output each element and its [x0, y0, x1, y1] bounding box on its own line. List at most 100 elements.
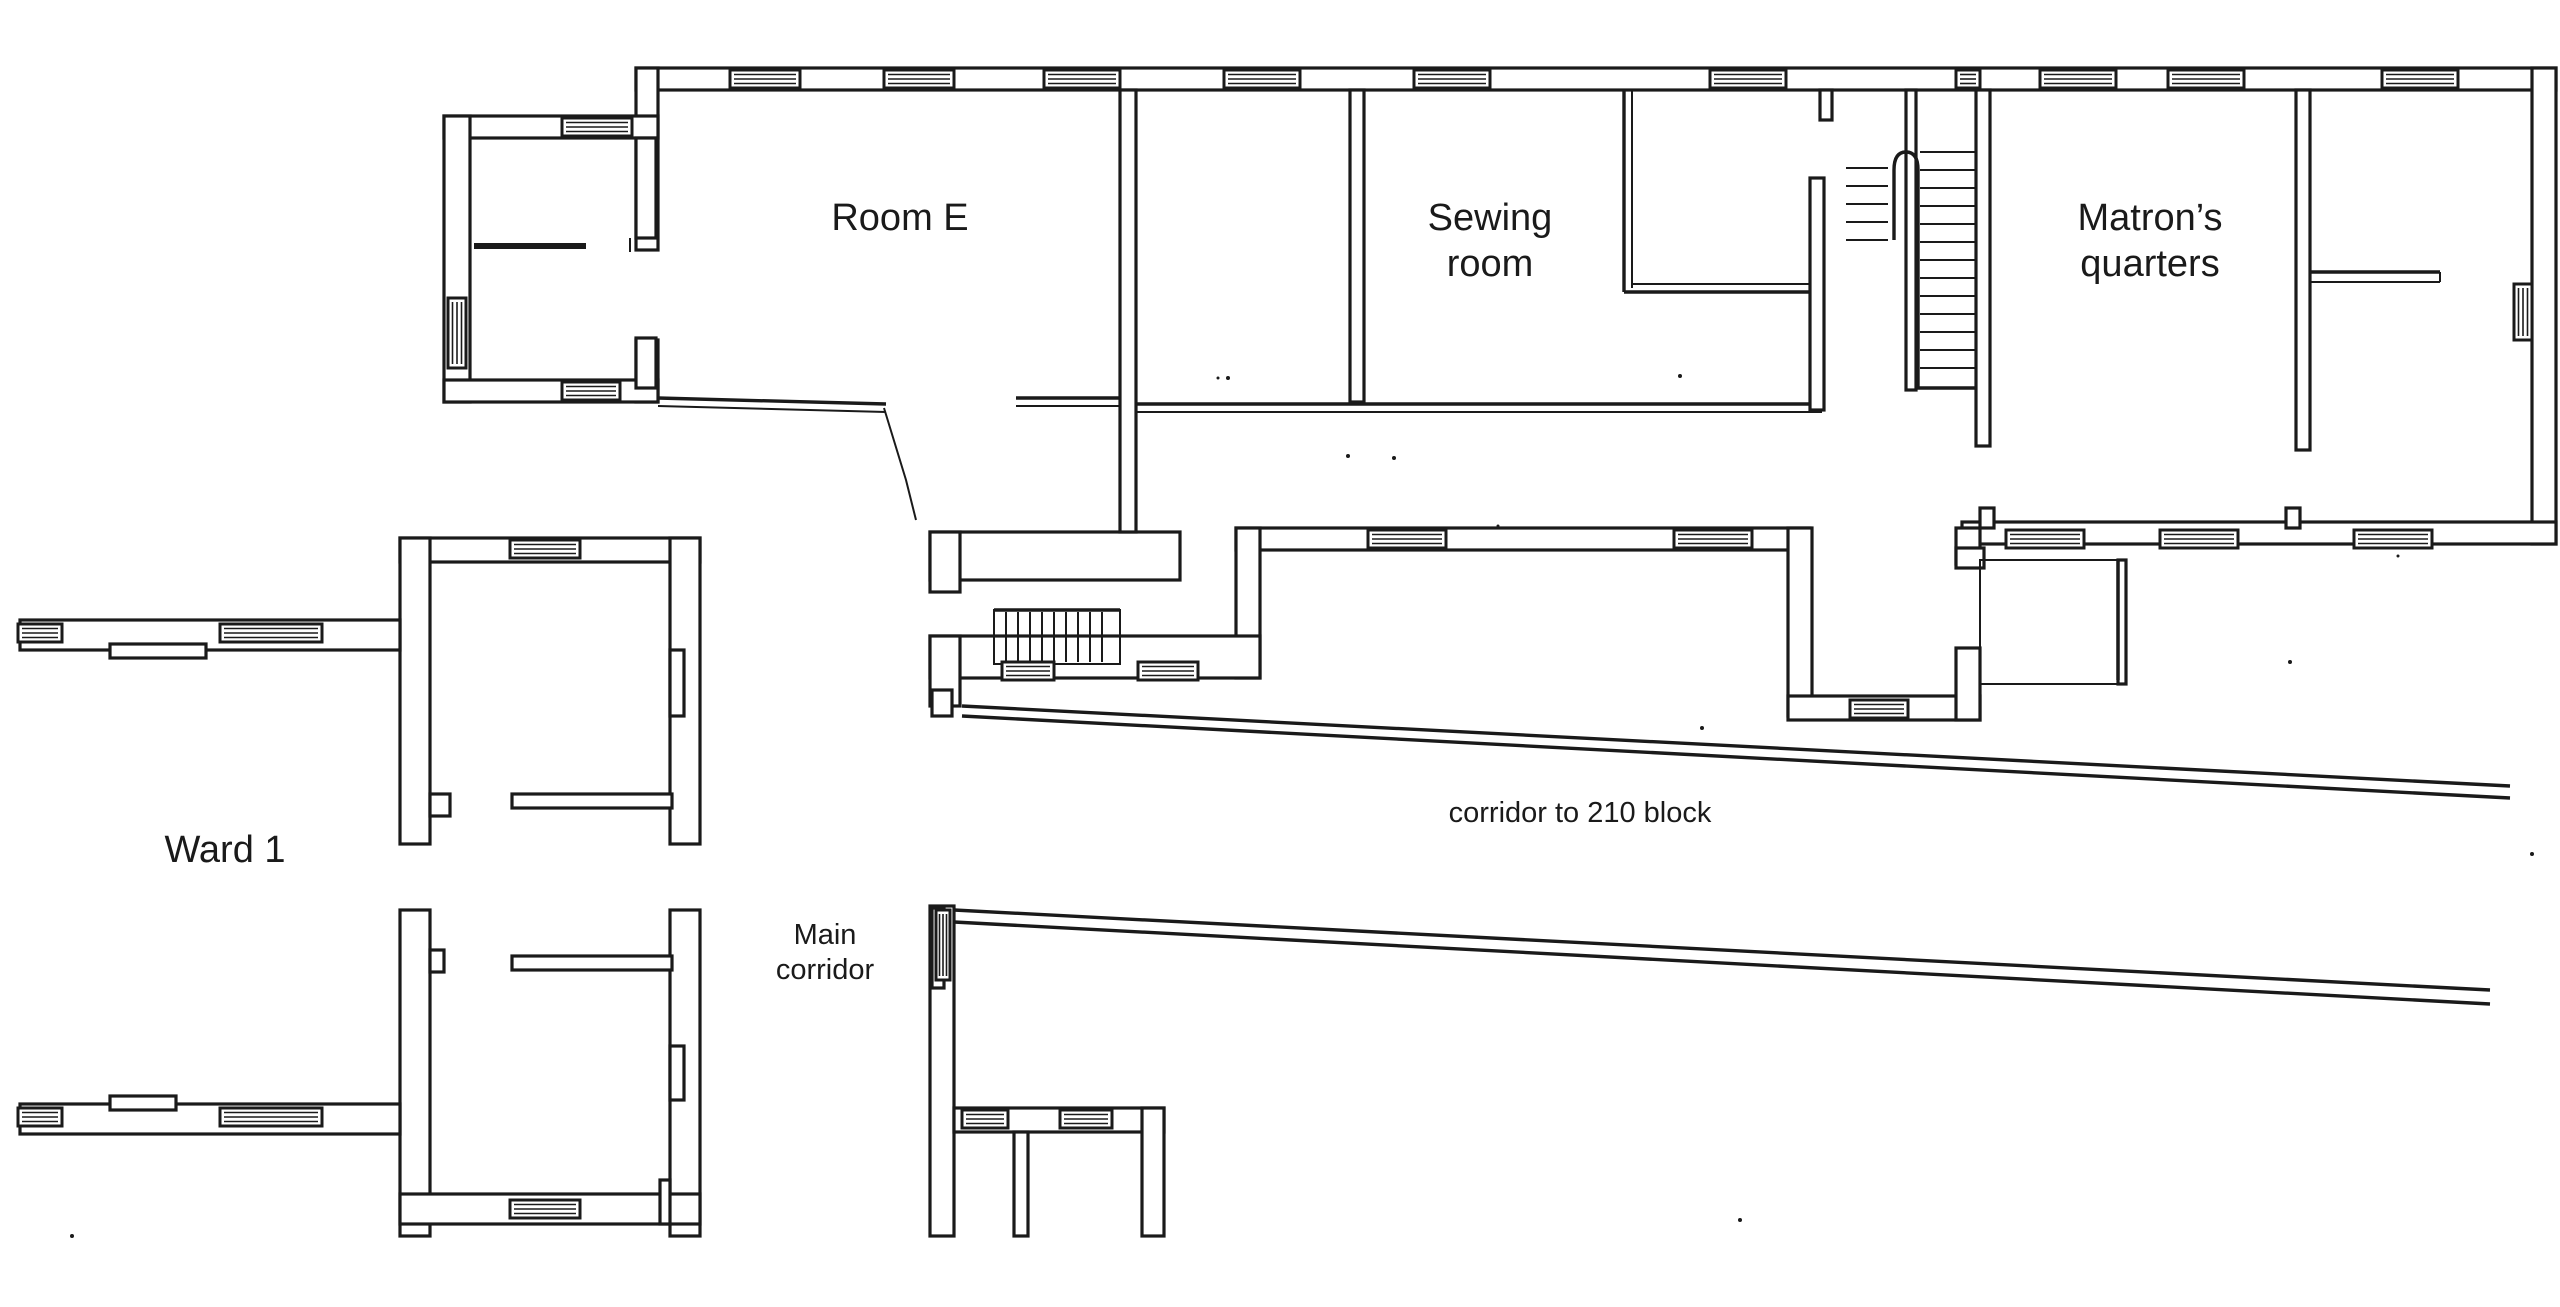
- entry-west-wall: [1786, 526, 1814, 718]
- ward-1-label: Ward 1: [164, 829, 286, 871]
- matron-south-nib: [2284, 506, 2302, 530]
- windows: [16, 68, 2534, 1220]
- speck: [2396, 554, 2400, 558]
- west-annex: [442, 114, 660, 404]
- window: [2038, 68, 2118, 90]
- window: [1042, 68, 1122, 90]
- room-e-south-wall-inner: [657, 405, 887, 413]
- window: [934, 908, 952, 982]
- ward-lower-long-wall: [18, 1102, 402, 1136]
- window: [2166, 68, 2246, 90]
- interior-partitions: [657, 88, 2441, 680]
- corridor-210-south-wall: [953, 908, 2491, 992]
- top-building-walls: [634, 66, 2558, 722]
- window: [2004, 528, 2086, 550]
- window: [560, 116, 634, 138]
- ward-lower-north-wall: [510, 954, 674, 972]
- sewing-room-label: Sewing room: [1427, 197, 1553, 285]
- annex-outline: [1979, 559, 2123, 685]
- speck: [1738, 1218, 1742, 1222]
- store-east-nib: [1818, 88, 1834, 122]
- annex-east-wall-lower: [634, 336, 658, 390]
- corridor-210-north-wall: [961, 704, 2511, 788]
- window: [1708, 68, 1788, 90]
- ward-upper-long-wall: [18, 618, 402, 652]
- stair-handrail: [1892, 150, 1920, 388]
- sewing-west-partition: [1348, 88, 1366, 404]
- entry-east-nib: [1954, 546, 1986, 570]
- corridor-pier-foot: [928, 530, 962, 594]
- window: [882, 68, 956, 90]
- room-e-east-partition: [1118, 88, 1138, 534]
- window: [218, 1106, 324, 1128]
- speck: [1346, 454, 1350, 458]
- window: [960, 1108, 1010, 1130]
- stair-east-wall: [1974, 88, 1992, 448]
- lower-block-east-wall: [1140, 1106, 1166, 1238]
- corridor-to-210-block-label: corridor to 210 block: [1448, 797, 1712, 829]
- stair-west-wall: [1904, 88, 1918, 392]
- ward-lower-west-wall: [398, 908, 432, 1238]
- window: [218, 622, 324, 644]
- room-e-south-wall: [657, 396, 887, 406]
- speck: [1678, 374, 1682, 378]
- window: [2380, 68, 2460, 90]
- ward-1-walls: [18, 536, 702, 1238]
- speck: [1700, 726, 1704, 730]
- main-corridor-label: Main corridor: [775, 919, 875, 986]
- ward-lower-long-wall-step: [108, 1094, 178, 1112]
- window: [16, 622, 64, 644]
- window: [1848, 698, 1910, 720]
- window: [1672, 528, 1754, 550]
- entry-north-nib: [1978, 506, 1996, 530]
- corridor-210-south-wall-inner: [953, 920, 2491, 1006]
- annex-east-wall-upper: [634, 136, 658, 240]
- store-east-partition: [1808, 176, 1826, 412]
- speck: [2530, 852, 2534, 856]
- east-wall: [2530, 66, 2558, 546]
- matron-inner-partition: [2294, 88, 2312, 452]
- corridor-210-walls: [930, 688, 2511, 1006]
- speck: [1216, 376, 1220, 380]
- corridor-210-north-wall-inner: [961, 714, 2511, 800]
- window: [446, 296, 468, 370]
- window: [2158, 528, 2240, 550]
- speck: [2288, 660, 2292, 664]
- speck: [1392, 456, 1396, 460]
- ward-lower-north-nib: [428, 948, 446, 974]
- ward-upper-east-bump: [668, 648, 686, 718]
- ward-upper-south-nib-west: [428, 792, 452, 818]
- window: [1058, 1108, 1114, 1130]
- stair-block-south-wall: [928, 634, 1262, 680]
- window: [560, 380, 622, 402]
- window: [508, 538, 582, 560]
- window: [16, 1106, 64, 1128]
- corridor-210-jamb: [930, 688, 954, 718]
- room-e-label: Room E: [831, 197, 969, 239]
- window: [2512, 282, 2534, 342]
- speck: [70, 1234, 74, 1238]
- scan-specks: [70, 374, 2534, 1238]
- window: [1000, 660, 1056, 682]
- main-staircase: [1846, 150, 1976, 390]
- window: [2352, 528, 2434, 550]
- matrons-quarters-label: Matron’s quarters: [2077, 197, 2223, 285]
- window: [1412, 68, 1492, 90]
- main-corridor-walls: [928, 904, 1166, 1238]
- window: [1954, 68, 1982, 90]
- speck: [1226, 376, 1230, 380]
- corridor-pier: [928, 530, 1182, 582]
- room-e-door-swing: [883, 407, 917, 521]
- window: [508, 1198, 582, 1220]
- lower-block-partition: [1012, 1130, 1030, 1238]
- ward-upper-south-wall: [510, 792, 674, 810]
- ward-lower-east-bump: [668, 1044, 686, 1102]
- ward-upper-west-wall: [398, 536, 432, 846]
- lower-staircase: [993, 608, 1121, 665]
- window: [1222, 68, 1302, 90]
- ward-upper-long-wall-step: [108, 642, 208, 660]
- window: [1366, 528, 1448, 550]
- annex-south-wall: [442, 378, 660, 404]
